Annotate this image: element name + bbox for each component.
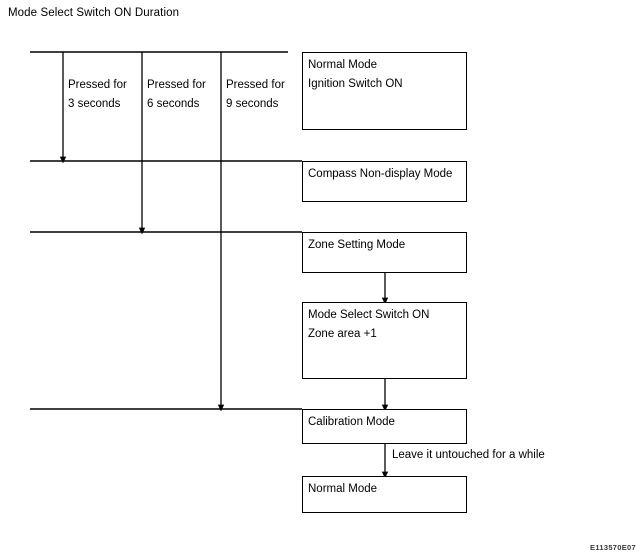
mode-box-line1: Normal Mode bbox=[308, 483, 378, 495]
page-title: Mode Select Switch ON Duration bbox=[8, 7, 180, 19]
duration-label-line1: Pressed for bbox=[147, 79, 206, 91]
duration-label-line2: 6 seconds bbox=[147, 98, 200, 110]
duration-label-3-seconds: Pressed for 3 seconds bbox=[68, 76, 127, 114]
connector-label-leave-untouched: Leave it untouched for a while bbox=[392, 449, 545, 461]
mode-box-line1: Zone Setting Mode bbox=[308, 239, 406, 251]
timeline-row-lines bbox=[30, 51, 302, 410]
duration-label-line2: 9 seconds bbox=[226, 98, 279, 110]
mode-box-line1: Mode Select Switch ON bbox=[308, 309, 430, 321]
mode-box-mode-select-switch-on: Mode Select Switch ON Zone area +1 bbox=[302, 302, 467, 379]
mode-box-line1: Compass Non-display Mode bbox=[308, 168, 453, 180]
reference-code: E113570E07 bbox=[590, 543, 636, 552]
mode-box-line1: Calibration Mode bbox=[308, 416, 395, 428]
duration-label-line2: 3 seconds bbox=[68, 98, 121, 110]
mode-box-compass-non-display-mode: Compass Non-display Mode bbox=[302, 161, 467, 202]
mode-box-normal-mode-ignition: Normal Mode Ignition Switch ON bbox=[302, 52, 467, 130]
duration-label-line1: Pressed for bbox=[68, 79, 127, 91]
mode-box-zone-setting-mode: Zone Setting Mode bbox=[302, 232, 467, 273]
mode-box-calibration-mode: Calibration Mode bbox=[302, 409, 467, 444]
duration-label-6-seconds: Pressed for 6 seconds bbox=[147, 76, 206, 114]
mode-box-normal-mode-final: Normal Mode bbox=[302, 476, 467, 513]
mode-box-line1: Normal Mode bbox=[308, 59, 378, 71]
mode-box-line2: Zone area +1 bbox=[308, 328, 377, 340]
duration-label-9-seconds: Pressed for 9 seconds bbox=[226, 76, 285, 114]
mode-box-line2: Ignition Switch ON bbox=[308, 78, 403, 90]
duration-label-line1: Pressed for bbox=[226, 79, 285, 91]
duration-arrows bbox=[59, 52, 225, 412]
